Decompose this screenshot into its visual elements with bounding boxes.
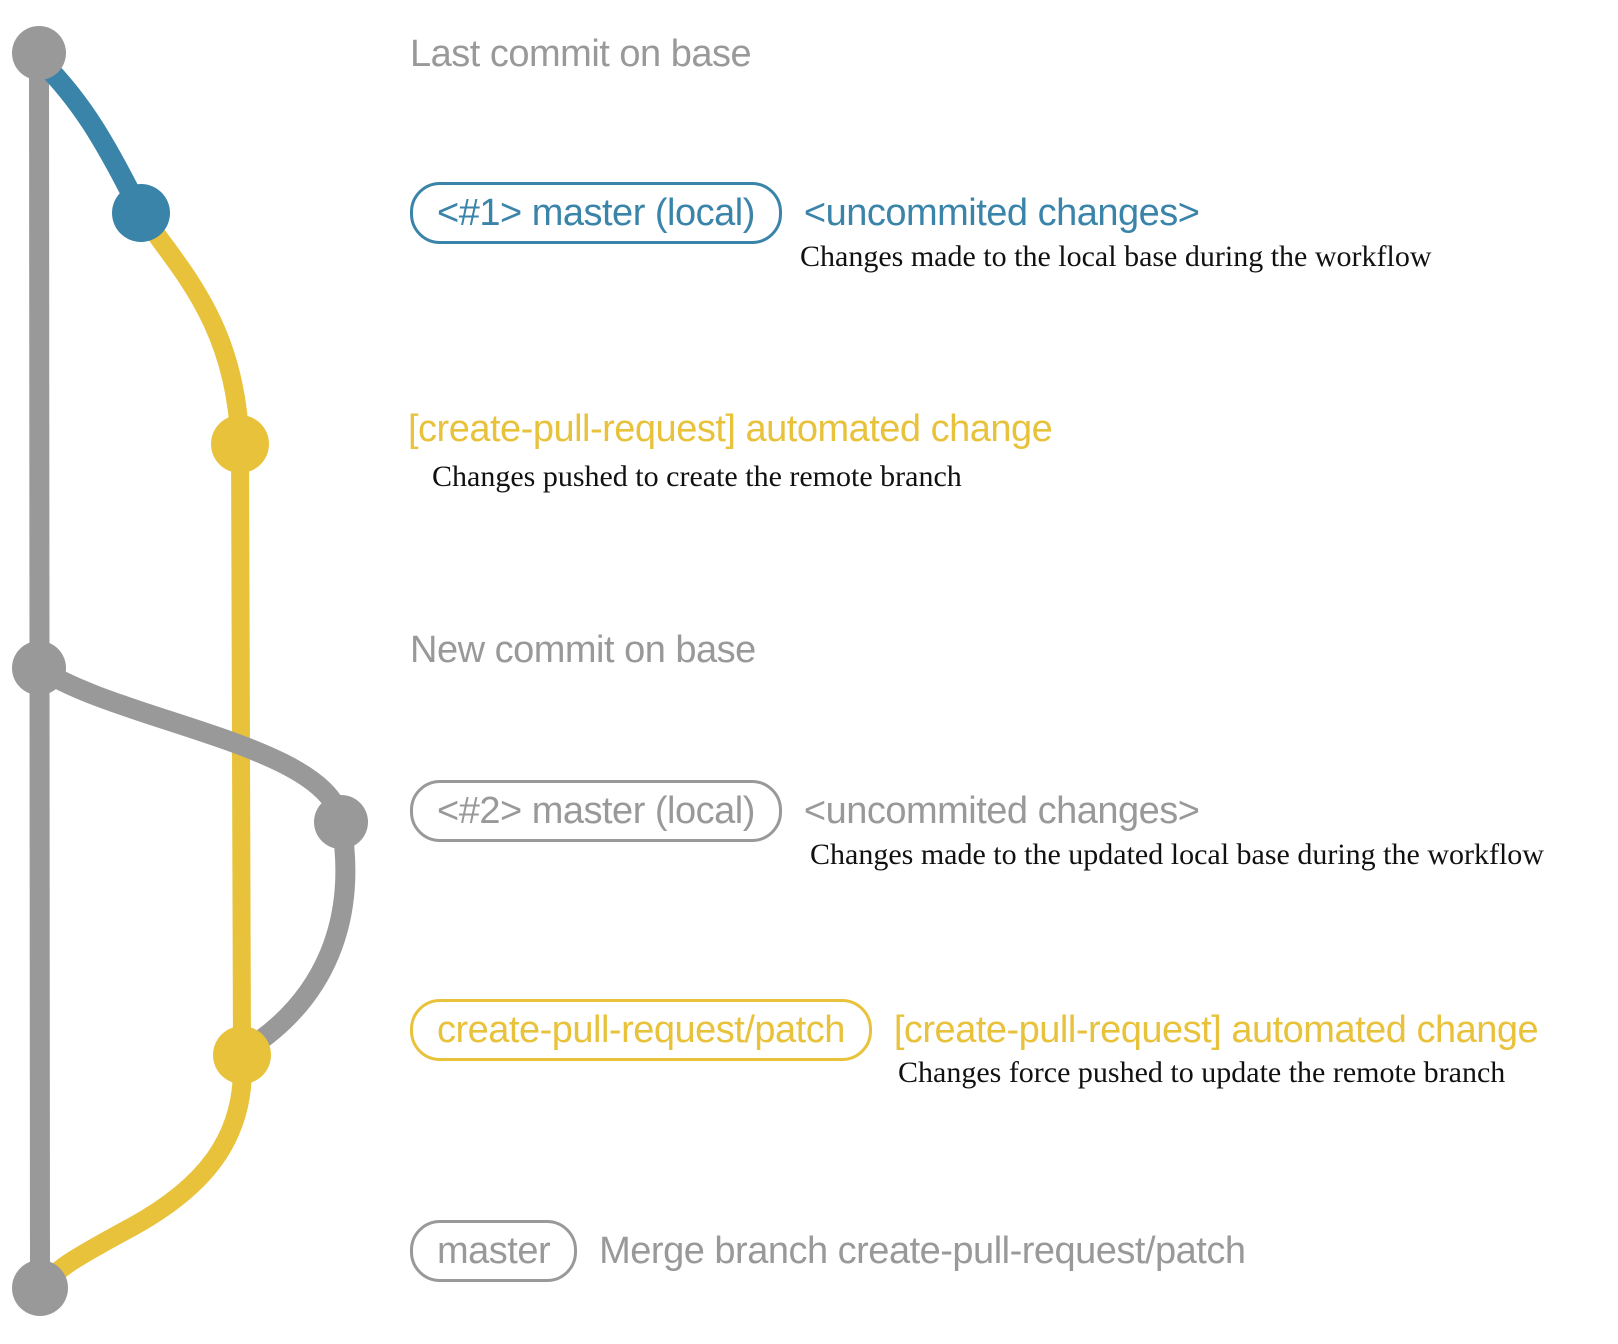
- badge-master-local-2: <#2> master (local): [410, 780, 782, 842]
- description-automated-1: Changes pushed to create the remote bran…: [432, 460, 962, 493]
- description-uncommitted-1: Changes made to the local base during th…: [800, 240, 1432, 273]
- patch-branch-curve-top: [131, 203, 250, 454]
- commit-dot-patch-1: [211, 415, 269, 473]
- base-to-patch-curve: [236, 812, 356, 1060]
- label-uncommitted-changes-2: <uncommited changes>: [803, 790, 1200, 832]
- label-automated-change-1: [create-pull-request] automated change: [408, 408, 1053, 450]
- patch-merge-curve: [32, 1045, 252, 1298]
- row-uncommitted-1: <#1> master (local) <uncommited changes>: [410, 182, 1200, 244]
- badge-master: master: [410, 1220, 578, 1282]
- badge-create-pull-request-patch: create-pull-request/patch: [410, 999, 872, 1061]
- commit-dot-local-2: [314, 795, 368, 849]
- commit-dot-patch-2: [213, 1026, 271, 1084]
- label-last-commit-on-base: Last commit on base: [410, 33, 752, 75]
- description-uncommitted-2: Changes made to the updated local base d…: [810, 838, 1544, 871]
- badge-master-local-1: <#1> master (local): [410, 182, 782, 244]
- label-uncommitted-changes-1: <uncommited changes>: [803, 192, 1200, 234]
- description-automated-2: Changes force pushed to update the remot…: [898, 1056, 1506, 1089]
- row-uncommitted-2: <#2> master (local) <uncommited changes>: [410, 780, 1200, 842]
- commit-dot-base-last: [12, 26, 66, 80]
- label-merge-branch: Merge branch create-pull-request/patch: [599, 1230, 1246, 1272]
- commit-dot-local-1: [112, 184, 170, 242]
- commit-dot-base-merge: [12, 1260, 68, 1316]
- row-automated-2: create-pull-request/patch [create-pull-r…: [410, 999, 1539, 1061]
- label-automated-change-2: [create-pull-request] automated change: [893, 1009, 1539, 1051]
- commit-dot-base-new: [12, 641, 66, 695]
- base-update-curve: [29, 658, 351, 832]
- label-new-commit-on-base: New commit on base: [410, 629, 756, 671]
- row-merge: master Merge branch create-pull-request/…: [410, 1220, 1246, 1282]
